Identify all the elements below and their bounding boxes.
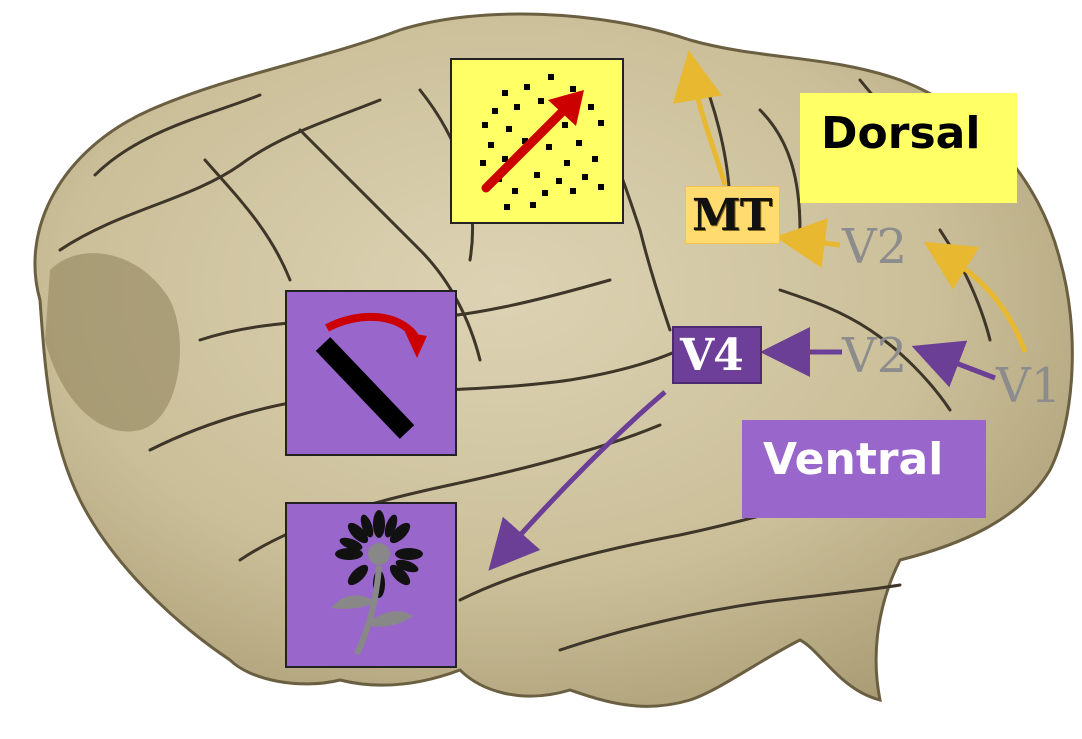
v1-label: V1 <box>996 358 1061 414</box>
moving-dots-icon <box>452 60 622 222</box>
flower-icon <box>287 504 455 666</box>
mt-label: MT <box>692 190 771 241</box>
object-stimulus-tile <box>285 502 457 668</box>
v4-label: V4 <box>680 330 743 381</box>
v2-ventral-label: V2 <box>842 328 907 384</box>
motion-stimulus-tile <box>450 58 624 224</box>
rotating-bar-icon <box>287 292 455 454</box>
orientation-stimulus-tile <box>285 290 457 456</box>
dorsal-label: Dorsal <box>821 108 980 159</box>
v2-dorsal-label: V2 <box>842 219 907 275</box>
ventral-label: Ventral <box>763 434 943 485</box>
